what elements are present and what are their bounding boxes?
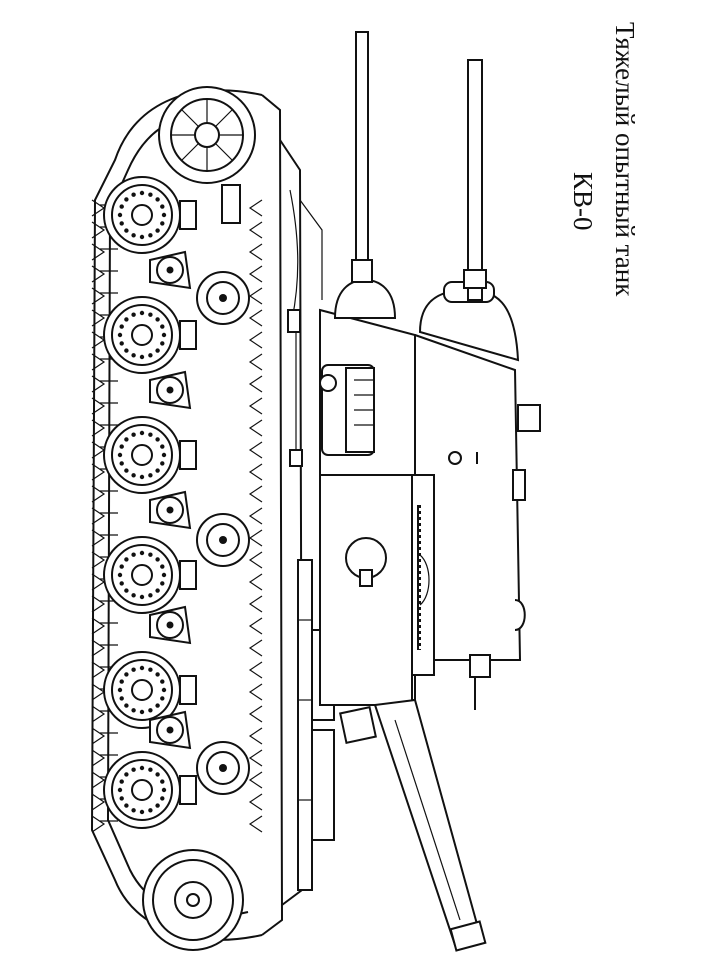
track-tooth	[248, 749, 263, 767]
suspension-arm	[149, 710, 192, 750]
rear-idler	[142, 849, 244, 951]
track-tooth	[91, 507, 106, 525]
track-tooth	[248, 419, 263, 437]
road-wheel	[103, 651, 197, 729]
track-tooth	[248, 727, 263, 745]
track-tooth	[91, 485, 106, 503]
road-wheel	[103, 751, 197, 829]
return-rollers	[196, 271, 250, 795]
track-tooth	[248, 771, 263, 789]
track-tooth	[91, 705, 106, 723]
track-tooth	[91, 793, 106, 811]
road-wheel	[103, 416, 197, 494]
track-tooth	[248, 595, 263, 613]
return-roller	[196, 741, 250, 795]
track-tooth	[91, 309, 106, 327]
suspension-arm	[149, 605, 192, 645]
track-tooth	[248, 287, 263, 305]
track-tooth	[248, 309, 263, 327]
suspension-arm	[149, 250, 192, 290]
track-tooth	[248, 243, 263, 261]
track-tooth	[248, 529, 263, 547]
suspension-arm	[149, 370, 192, 410]
track-tooth	[248, 815, 263, 833]
track-tooth	[91, 243, 106, 261]
track-tooth	[248, 375, 263, 393]
track-tooth	[248, 221, 263, 239]
road-wheels	[103, 176, 197, 829]
track-tooth	[248, 265, 263, 283]
track-tooth	[91, 463, 106, 481]
track-tooth	[248, 793, 263, 811]
superstructure	[319, 308, 541, 707]
return-roller	[196, 271, 250, 325]
front-sprocket	[158, 86, 256, 184]
track-tooth	[248, 199, 263, 217]
track-tooth	[91, 639, 106, 657]
track-tooth	[91, 551, 106, 569]
hull	[221, 94, 335, 936]
turret-domes	[333, 278, 520, 362]
track-tooth	[91, 397, 106, 415]
track-tooth	[248, 705, 263, 723]
road-wheel	[103, 176, 197, 254]
track-tooth	[91, 661, 106, 679]
gun-barrels	[351, 31, 487, 301]
track-tooth	[91, 265, 106, 283]
track-tooth	[248, 485, 263, 503]
track-tooth	[91, 815, 106, 833]
track-tooth	[91, 287, 106, 305]
track-tooth	[248, 441, 263, 459]
track-tooth	[248, 661, 263, 679]
rear-periscope	[469, 654, 491, 710]
suspension-arm	[149, 490, 192, 530]
track-tooth	[91, 419, 106, 437]
road-wheel	[103, 536, 197, 614]
track-tooth	[91, 375, 106, 393]
track-tooth	[248, 617, 263, 635]
track-tooth	[248, 551, 263, 569]
track-tooth	[91, 683, 106, 701]
track-tooth	[248, 639, 263, 657]
suspension-arms	[149, 250, 192, 750]
track-tooth	[91, 353, 106, 371]
track-tooth	[248, 353, 263, 371]
track-tooth	[248, 331, 263, 349]
track-tooth	[91, 749, 106, 767]
track-tooth	[91, 529, 106, 547]
track-tooth	[91, 199, 106, 217]
return-roller	[196, 513, 250, 567]
track-tooth	[91, 221, 106, 239]
track-tooth	[248, 507, 263, 525]
track-tooth	[91, 727, 106, 745]
hull-gun	[339, 698, 487, 952]
track-tooth	[248, 397, 263, 415]
track-tooth	[248, 573, 263, 591]
track-tooth	[91, 617, 106, 635]
track-tooth	[91, 595, 106, 613]
track-tooth	[91, 771, 106, 789]
road-wheel	[103, 296, 197, 374]
track-tooth	[248, 683, 263, 701]
track-tooth	[248, 463, 263, 481]
